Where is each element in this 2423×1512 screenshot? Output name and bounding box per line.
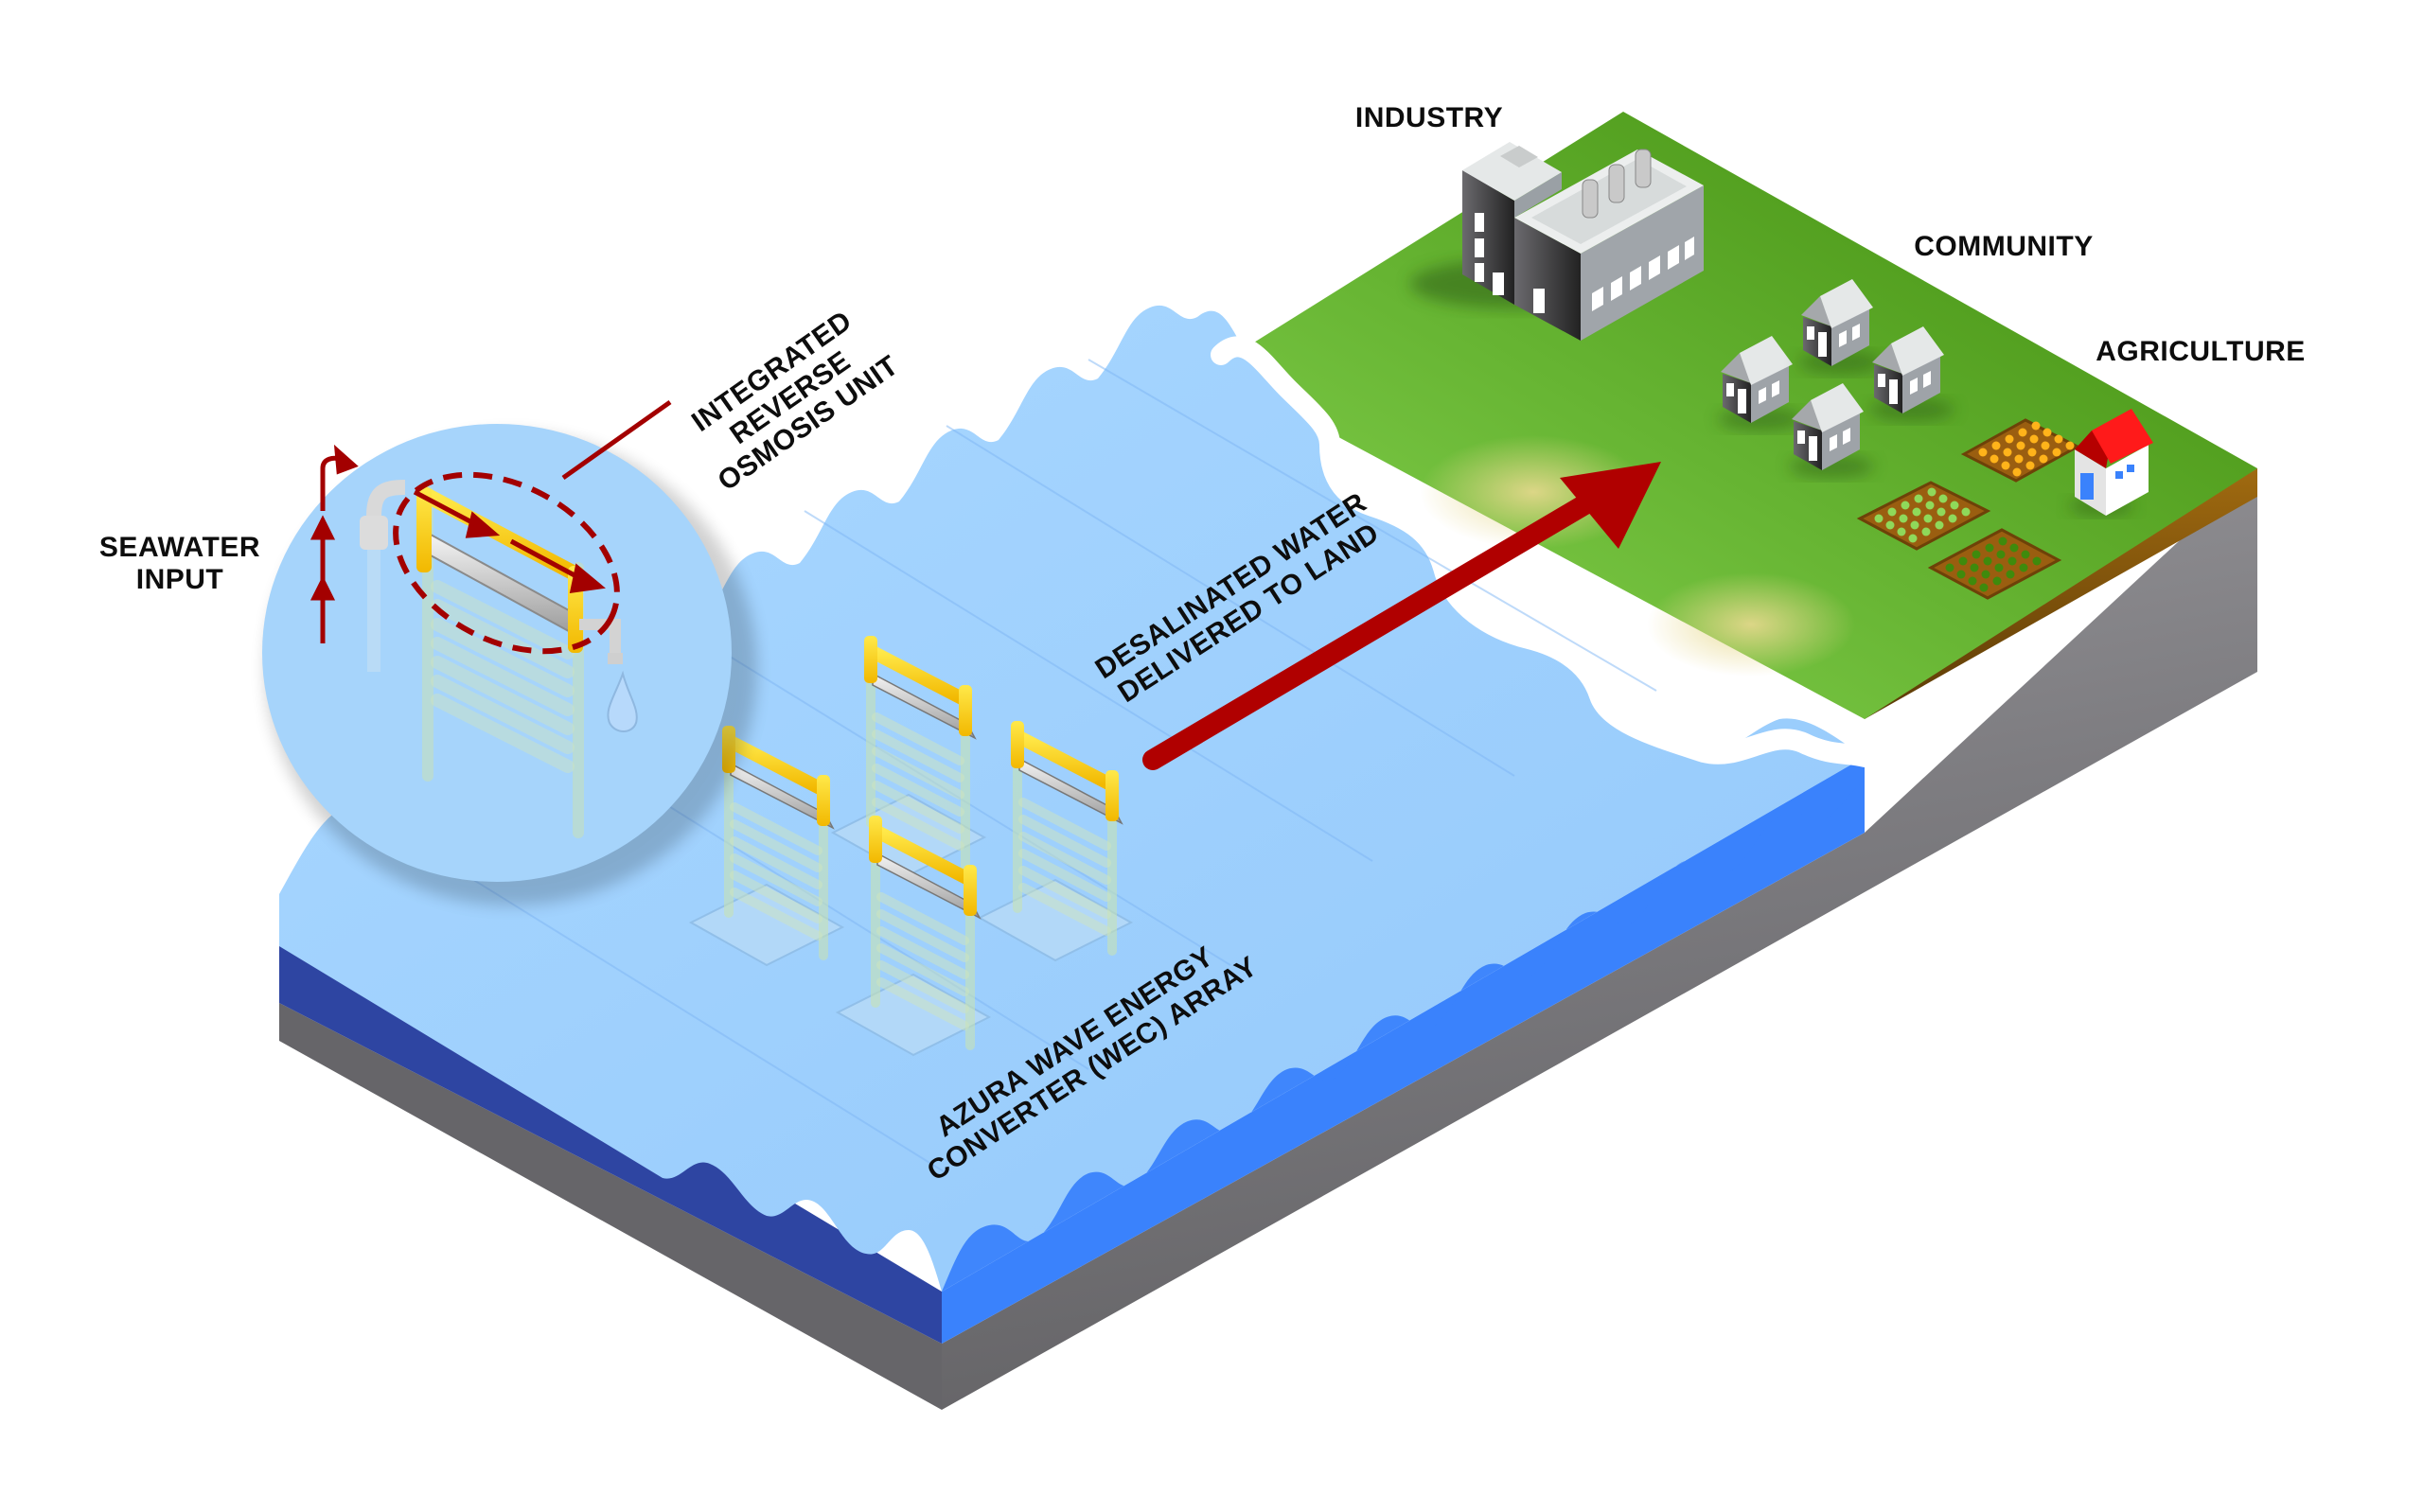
wave-crests-front	[942, 757, 1865, 1292]
delivery-arrow-head	[1560, 462, 1661, 549]
crop	[1921, 527, 1931, 536]
crop	[2021, 550, 2030, 559]
crop	[2027, 448, 2037, 457]
crop	[1972, 550, 1981, 559]
crop	[1908, 534, 1918, 543]
crop	[2043, 428, 2052, 437]
crop	[2016, 441, 2025, 450]
crop	[2018, 428, 2027, 437]
crop	[2032, 556, 2042, 566]
crop	[1950, 501, 1959, 510]
crop	[1990, 454, 1999, 464]
wec-device	[977, 721, 1134, 962]
crop	[1979, 583, 1989, 592]
label-industry: INDUSTRY	[1354, 102, 1504, 133]
community-house	[1789, 383, 1874, 478]
water-drop-icon	[607, 670, 638, 732]
community-houses	[1718, 279, 1954, 478]
wec-device	[830, 636, 987, 877]
ro-leader-line	[561, 399, 672, 481]
crop	[1978, 448, 1988, 457]
crop	[1998, 536, 2007, 546]
crop	[1923, 514, 1933, 523]
crop	[1968, 576, 1977, 586]
beach-sand	[1420, 435, 1647, 549]
crop	[1874, 514, 1884, 523]
crop	[2005, 434, 2014, 444]
community-house	[1798, 279, 1884, 374]
crop	[1985, 543, 1994, 553]
crop	[1991, 441, 2001, 450]
crop	[1996, 550, 2006, 559]
crop	[1925, 501, 1935, 510]
crop	[2007, 556, 2017, 566]
crop	[1992, 576, 2002, 586]
crop	[2001, 461, 2010, 470]
crop	[1897, 527, 1906, 536]
crop	[1956, 570, 1966, 579]
delivery-arrow	[1142, 480, 1619, 770]
label-agriculture: AGRICULTURE	[2096, 336, 2306, 367]
crop	[2006, 570, 2015, 579]
crop	[1994, 563, 2004, 572]
farm-plot	[1927, 528, 2062, 600]
crop	[1983, 556, 1992, 566]
crop	[1970, 563, 1979, 572]
crop	[1885, 520, 1895, 530]
industry-factory	[1410, 142, 1704, 341]
crop	[2029, 434, 2039, 444]
crop	[2003, 448, 2012, 457]
bedrock-side-left	[279, 1003, 942, 1410]
label-seawater-input: SEAWATER INPUT	[98, 532, 261, 595]
farm-plot	[1856, 481, 1991, 551]
wec-device	[688, 726, 845, 967]
crop	[2052, 448, 2061, 457]
agriculture-farm	[1856, 409, 2153, 600]
crop	[1910, 520, 1919, 530]
crop	[1887, 507, 1897, 517]
ro-detail-callout	[262, 399, 757, 905]
crop	[2009, 543, 2019, 553]
flow-arrows	[310, 444, 606, 643]
ro-unit-highlight	[393, 471, 620, 655]
crop	[1899, 514, 1908, 523]
crop	[1901, 501, 1910, 510]
crop	[2031, 421, 2041, 431]
crop	[2012, 467, 2022, 477]
crop	[1914, 494, 1923, 503]
crop	[1912, 507, 1921, 517]
crop	[2039, 454, 2048, 464]
crop	[2041, 441, 2050, 450]
beach-sand	[1647, 572, 1855, 677]
crop	[2025, 461, 2035, 470]
crop	[1945, 563, 1954, 572]
community-house	[1869, 326, 1954, 421]
crop	[2014, 454, 2024, 464]
shoreline-foam	[1211, 336, 1875, 767]
community-house	[1718, 336, 1803, 431]
crop	[1927, 487, 1937, 497]
sea-surface	[279, 305, 1865, 1292]
crop	[1935, 520, 1944, 530]
bedrock-side-right	[942, 468, 2257, 1410]
label-community: COMMUNITY	[1914, 231, 2094, 262]
wec-array	[688, 636, 1134, 1057]
crop	[1938, 494, 1948, 503]
crop	[2019, 563, 2028, 572]
wec-device	[835, 816, 992, 1057]
crop	[2065, 441, 2075, 450]
crop	[2054, 434, 2063, 444]
crop	[1958, 556, 1968, 566]
crop	[1937, 507, 1946, 517]
crop	[1961, 507, 1971, 517]
crop	[1981, 570, 1990, 579]
crop	[1948, 514, 1957, 523]
